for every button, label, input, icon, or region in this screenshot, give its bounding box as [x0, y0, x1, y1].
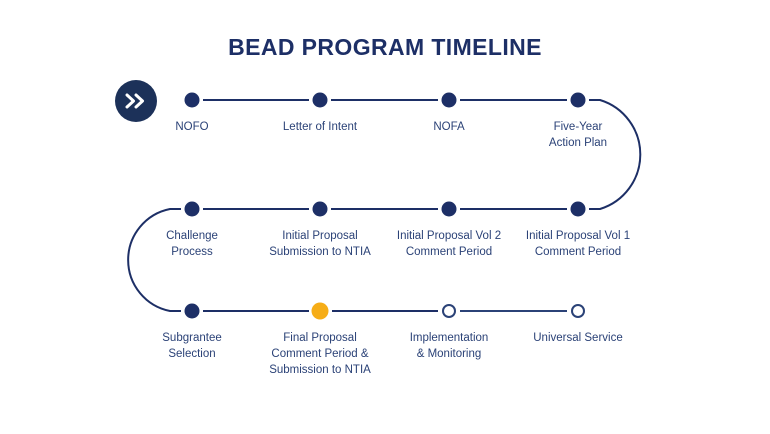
timeline-node-nofa[interactable] — [441, 92, 457, 108]
label-line: Implementation — [409, 332, 489, 344]
timeline-label-universal-service: Universal Service — [493, 330, 663, 346]
label-line: Process — [171, 246, 213, 258]
label-line: Action Plan — [548, 137, 608, 149]
timeline-node-challenge-process[interactable] — [184, 201, 200, 217]
connector-arc-left — [127, 208, 181, 312]
timeline-label-letter-of-intent: Letter of Intent — [235, 119, 405, 135]
label-line: Subgrantee — [162, 332, 222, 344]
timeline-label-initial-proposal-submission: Initial Proposal Submission to NTIA — [235, 228, 405, 260]
timeline-label-five-year-action-plan: Five-Year Action Plan — [493, 119, 663, 151]
timeline-node-five-year-action-plan[interactable] — [570, 92, 586, 108]
label-line: Comment Period — [534, 246, 622, 258]
label-line: NOFO — [175, 121, 209, 133]
timeline-node-universal-service[interactable] — [571, 304, 585, 318]
label-line: NOFA — [433, 121, 465, 133]
label-line: Submission to NTIA — [269, 246, 371, 258]
label-line: Challenge — [166, 230, 218, 242]
timeline-start-badge — [115, 80, 157, 122]
label-line: Comment Period — [405, 246, 493, 258]
timeline-node-initial-proposal-submission[interactable] — [312, 201, 328, 217]
label-line: Initial Proposal — [282, 230, 358, 242]
timeline-node-nofo[interactable] — [184, 92, 200, 108]
timeline-label-initial-proposal-vol1: Initial Proposal Vol 1 Comment Period — [493, 228, 663, 260]
label-line: & Monitoring — [416, 348, 482, 360]
timeline-node-letter-of-intent[interactable] — [312, 92, 328, 108]
timeline-label-nofa: NOFA — [364, 119, 534, 135]
timeline-label-implementation-monitoring: Implementation & Monitoring — [364, 330, 534, 362]
label-line: Letter of Intent — [282, 121, 358, 133]
label-line: Five-Year — [553, 121, 603, 133]
label-line: Final Proposal — [283, 332, 357, 344]
timeline-node-final-proposal-current[interactable] — [311, 302, 329, 320]
label-line: Initial Proposal Vol 1 — [525, 230, 631, 242]
timeline-label-final-proposal: Final Proposal Comment Period & Submissi… — [235, 330, 405, 378]
double-chevron-right-icon — [125, 93, 144, 109]
connector-arc-right — [589, 99, 642, 210]
page-title: BEAD PROGRAM TIMELINE — [228, 34, 542, 60]
label-line: Selection — [168, 348, 216, 360]
timeline-node-initial-proposal-vol1[interactable] — [570, 201, 586, 217]
timeline-node-initial-proposal-vol2[interactable] — [441, 201, 457, 217]
label-line: Submission to NTIA — [269, 364, 371, 376]
timeline-node-subgrantee-selection[interactable] — [184, 303, 200, 319]
timeline-node-implementation-monitoring[interactable] — [442, 304, 456, 318]
timeline-label-nofo: NOFO — [107, 119, 277, 135]
label-line: Comment Period & — [271, 348, 369, 360]
timeline-label-initial-proposal-vol2: Initial Proposal Vol 2 Comment Period — [364, 228, 534, 260]
timeline-label-subgrantee-selection: Subgrantee Selection — [107, 330, 277, 362]
timeline-label-challenge-process: Challenge Process — [107, 228, 277, 260]
label-line: Initial Proposal Vol 2 — [396, 230, 502, 242]
label-line: Universal Service — [533, 332, 623, 344]
